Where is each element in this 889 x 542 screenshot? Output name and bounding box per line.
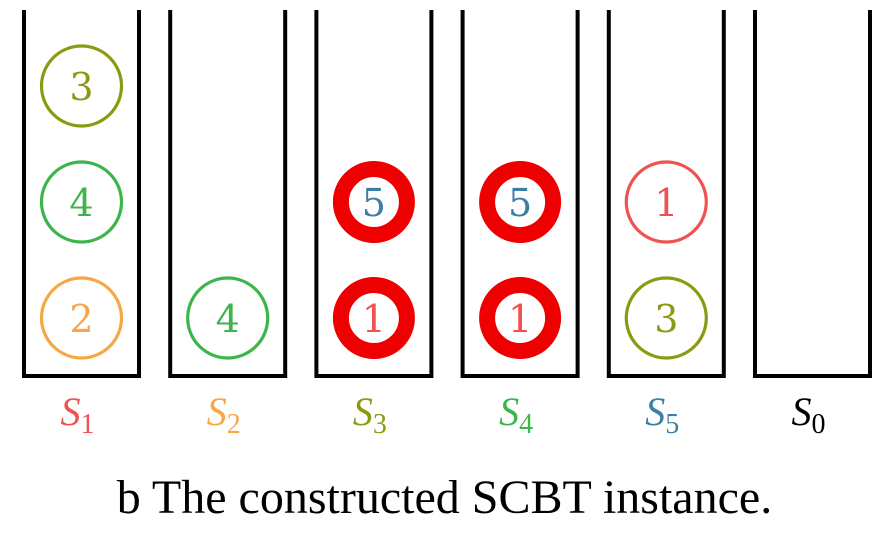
figure-caption: b The constructed SCBT instance.	[116, 471, 773, 524]
ball: 3	[39, 44, 124, 128]
stack-container	[168, 10, 288, 378]
ball-ring	[624, 276, 708, 360]
stack-container	[314, 10, 434, 378]
ball: 3	[624, 276, 708, 360]
ball-ring	[332, 277, 415, 359]
ball-number: 4	[69, 181, 93, 225]
stack-container	[753, 10, 872, 378]
stack-4: 1 5S4	[460, 10, 580, 440]
ball-ring	[39, 276, 124, 360]
ball: 5	[479, 161, 562, 243]
stack-3: 1 5S3	[314, 10, 434, 440]
ball-number: 5	[362, 181, 386, 225]
stack-5: 3 1S5	[606, 10, 726, 440]
ball-number: 3	[654, 297, 678, 341]
ball-number: 1	[508, 297, 532, 341]
stack-label: S0	[792, 389, 826, 440]
ball-ring	[39, 160, 124, 244]
ball-ring	[332, 161, 415, 243]
ball-number: 5	[508, 181, 532, 225]
ball: 1	[624, 160, 708, 244]
ball: 1	[479, 277, 562, 359]
stack-1: 2 4 3S1	[22, 10, 141, 440]
ball: 2	[39, 276, 124, 360]
stack-label: S4	[499, 389, 533, 440]
ball-ring	[186, 276, 270, 360]
stack-label: S2	[207, 389, 241, 440]
ball-ring	[39, 44, 124, 128]
ball-ring	[479, 161, 562, 243]
ball-number: 4	[216, 297, 240, 341]
stack-label: S1	[61, 389, 95, 440]
ball-ring	[624, 160, 708, 244]
ball: 5	[332, 161, 415, 243]
stack-label: S3	[353, 389, 387, 440]
ball: 1	[332, 277, 415, 359]
ball: 4	[39, 160, 124, 244]
stack-container	[606, 10, 726, 378]
ball-number: 1	[654, 181, 678, 225]
stack-container	[22, 10, 141, 378]
ball-number: 1	[362, 297, 386, 341]
ball-number: 3	[69, 65, 93, 109]
stack-label: S5	[645, 389, 679, 440]
ball: 4	[186, 276, 270, 360]
stack-container	[460, 10, 580, 378]
stack-0: S0	[753, 10, 872, 440]
ball-ring	[479, 277, 562, 359]
stack-2: 4S2	[168, 10, 288, 440]
ball-number: 2	[69, 297, 93, 341]
